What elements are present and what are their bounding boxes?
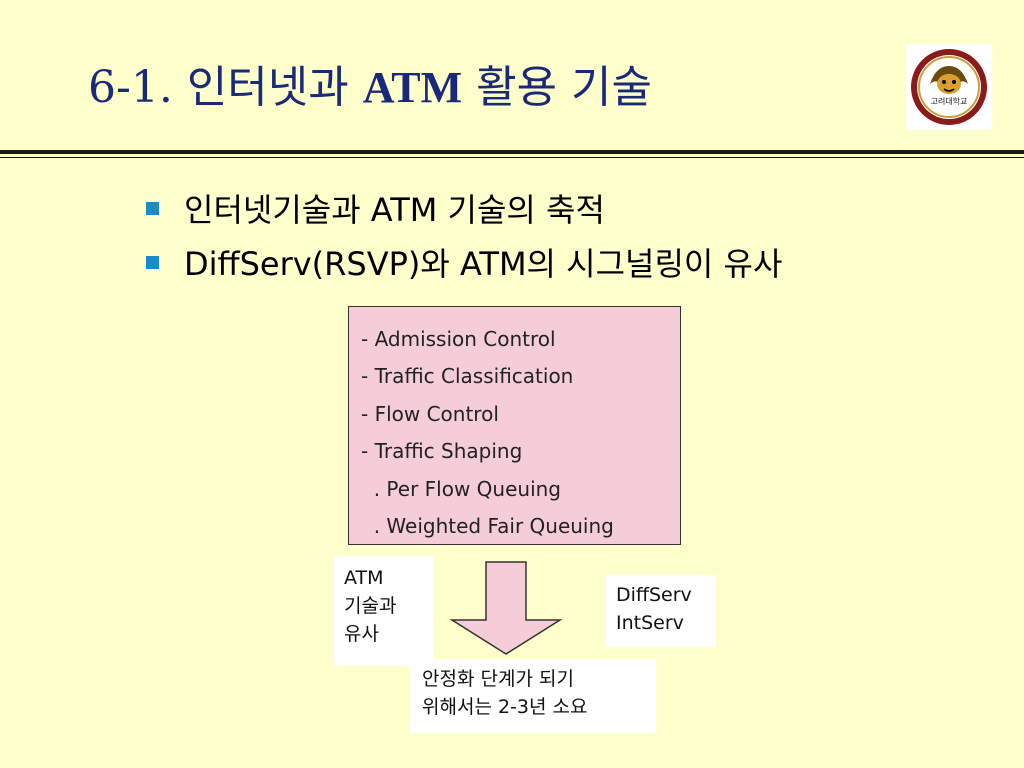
atm-similar-note: ATM 기술과 유사 — [334, 556, 434, 666]
title-suffix: 활용 기술 — [462, 62, 653, 113]
bullet-item: DiffServ(RSVP)와 ATM의 시그널링이 유사 — [146, 237, 782, 291]
function-line: - Flow Control — [361, 401, 499, 426]
stabilization-note: 안정화 단계가 되기 위해서는 2-3년 소요 — [410, 659, 656, 733]
function-line: . Weighted Fair Queuing — [361, 514, 614, 539]
note-line: 위해서는 2-3년 소요 — [422, 696, 588, 718]
note-line: IntServ — [616, 612, 684, 634]
logo-text: 고려대학교 — [931, 96, 968, 106]
function-line: - Traffic Shaping — [361, 439, 523, 464]
bullet-text: DiffServ(RSVP)와 ATM의 시그널링이 유사 — [184, 245, 783, 283]
bullet-item: 인터넷기술과 ATM 기술의 축적 — [146, 183, 782, 237]
title-prefix: 6-1. 인터넷과 — [88, 62, 363, 113]
down-arrow-icon — [449, 561, 563, 655]
function-line: . Per Flow Queuing — [361, 476, 561, 501]
bullet-text: 인터넷기술과 ATM 기술의 축적 — [184, 191, 605, 229]
tiger-icon — [930, 66, 968, 84]
title-atm: ATM — [362, 63, 463, 112]
title-divider-thin — [0, 157, 1024, 158]
square-bullet-icon — [146, 202, 159, 215]
note-line: ATM — [344, 567, 384, 589]
bullet-list: 인터넷기술과 ATM 기술의 축적 DiffServ(RSVP)와 ATM의 시… — [146, 183, 782, 291]
function-line: - Traffic Classification — [361, 364, 574, 389]
note-line: 기술과 — [344, 595, 397, 617]
note-line: 유사 — [344, 623, 379, 645]
slide-title: 6-1. 인터넷과 ATM 활용 기술 — [88, 66, 652, 110]
university-logo: 고려대학교 — [906, 44, 992, 130]
functions-box: - Admission Control - Traffic Classifica… — [348, 306, 681, 545]
title-divider-thick — [0, 150, 1024, 154]
function-line: - Admission Control — [361, 327, 556, 351]
note-line: DiffServ — [616, 584, 692, 606]
square-bullet-icon — [146, 256, 159, 269]
diffserv-intserv-note: DiffServ IntServ — [606, 575, 716, 647]
note-line: 안정화 단계가 되기 — [422, 668, 574, 690]
